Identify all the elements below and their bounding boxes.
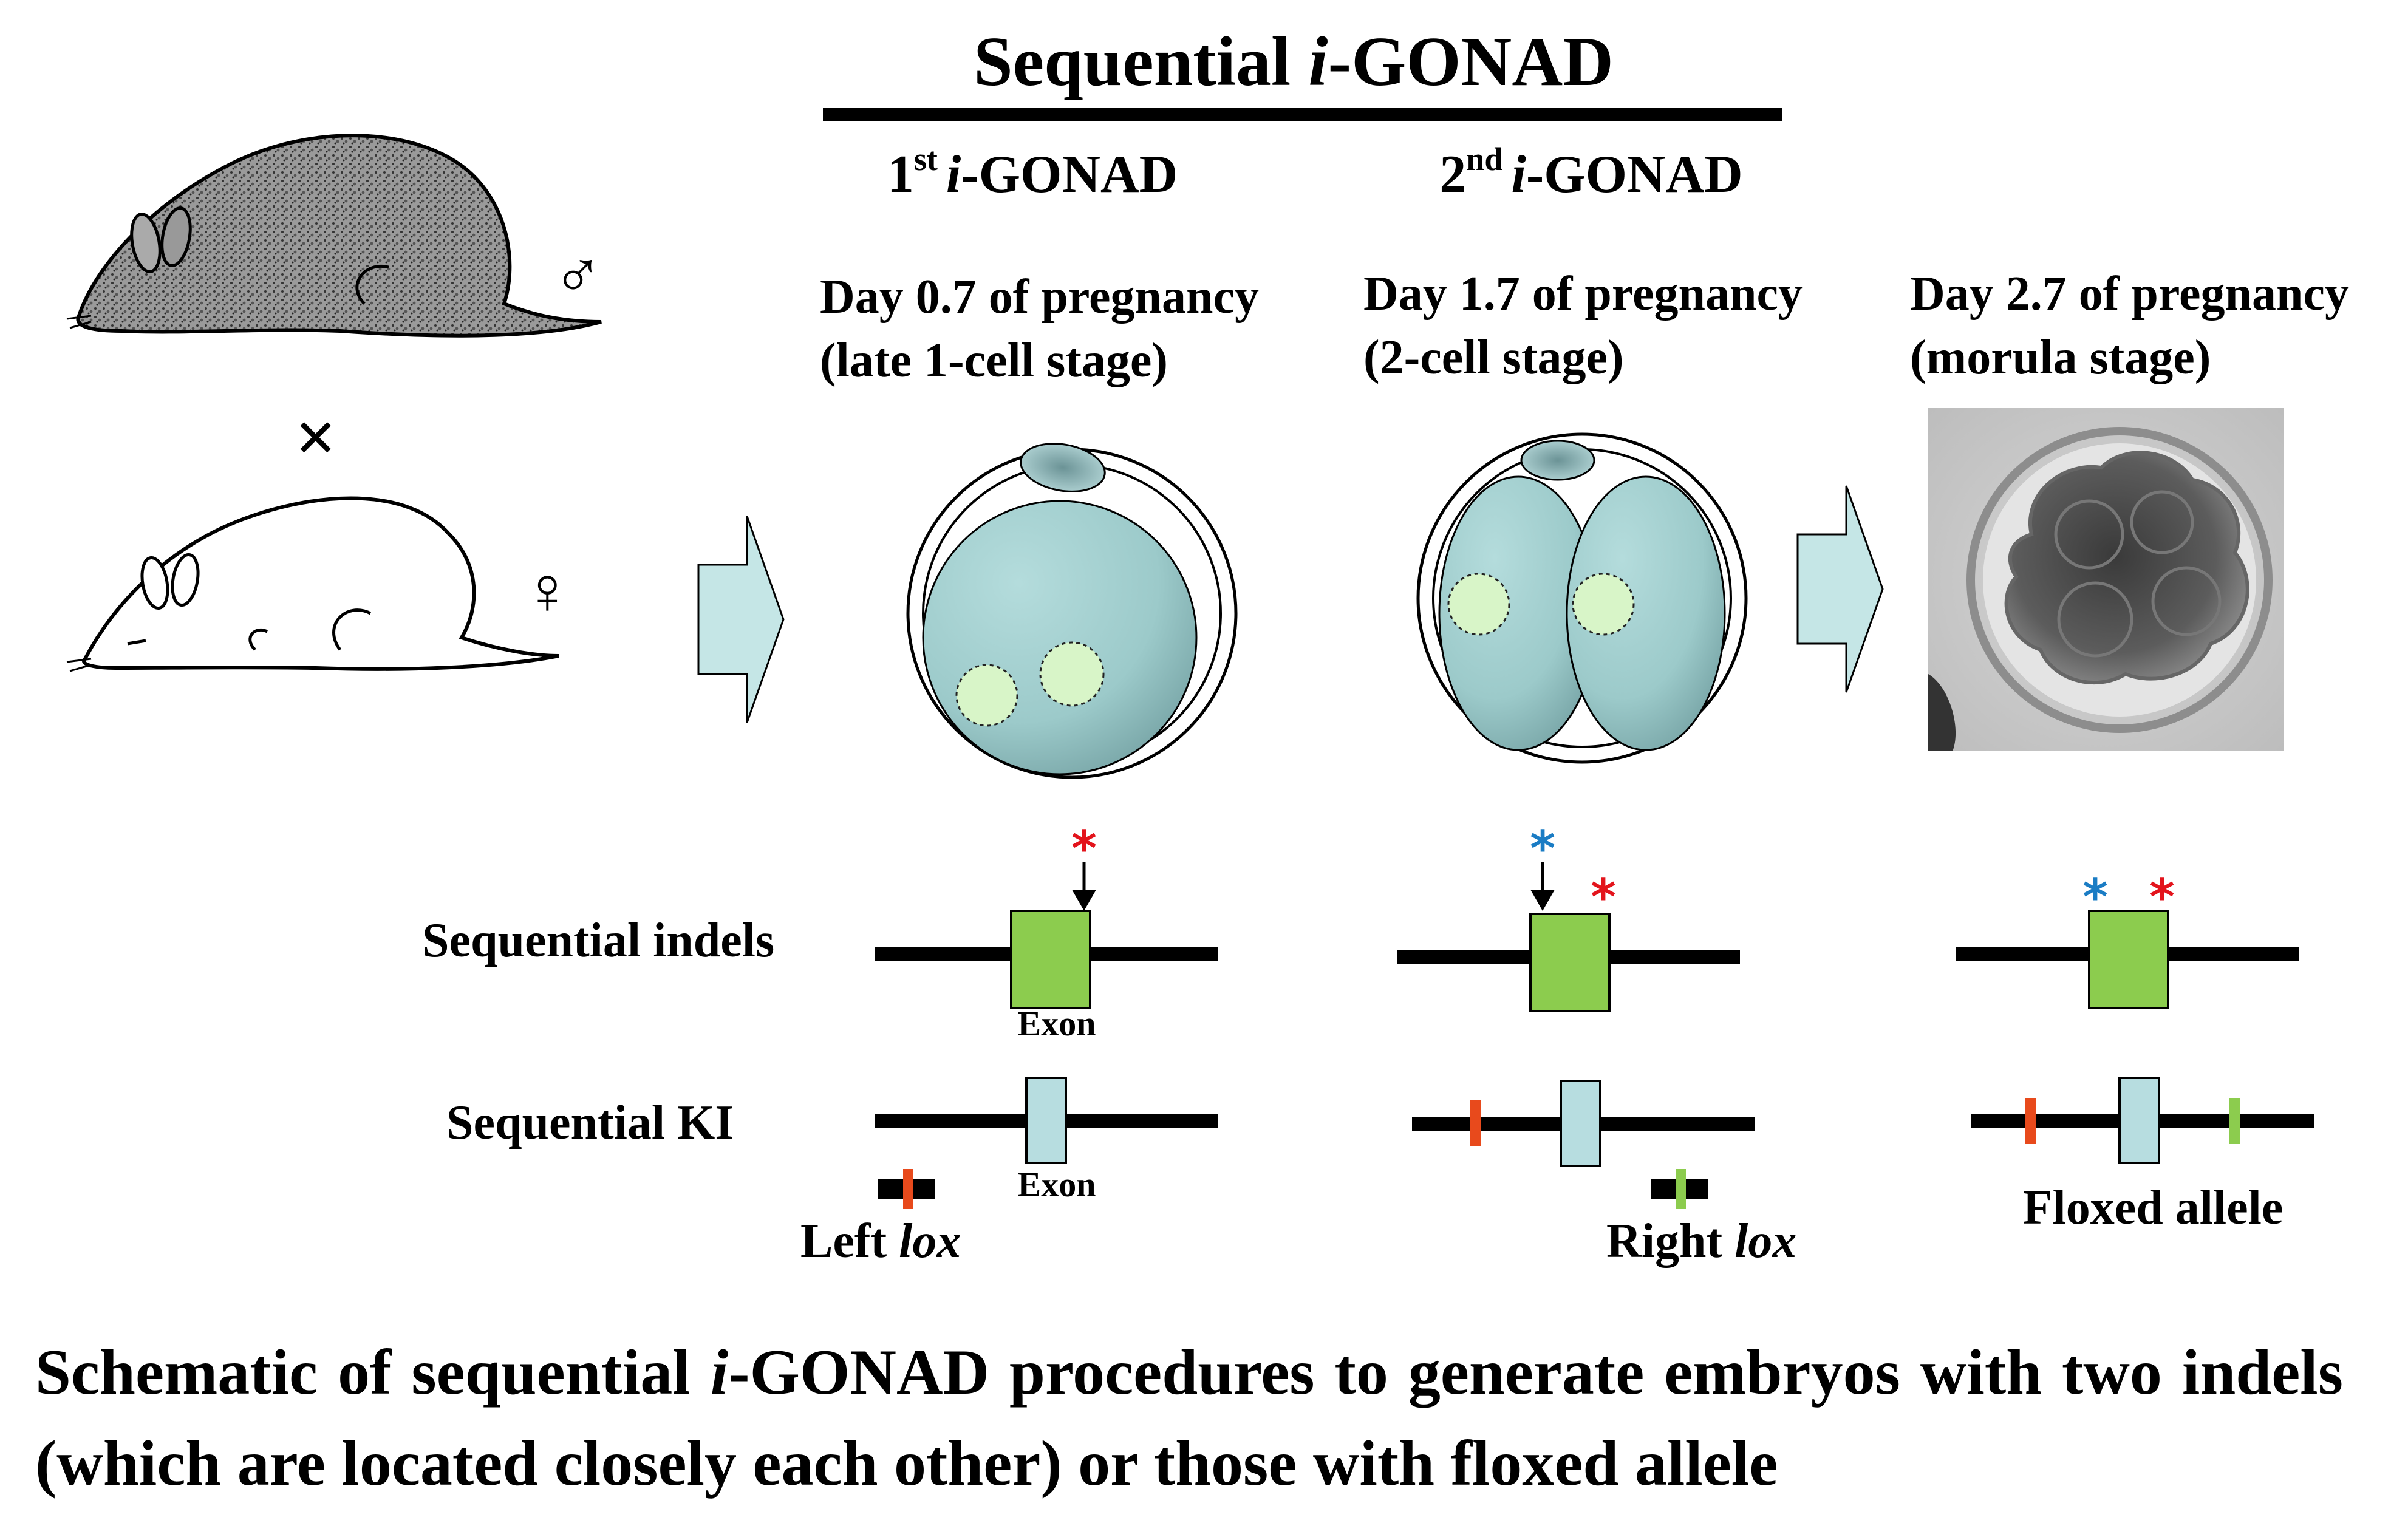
indels-stage-1: * Exon [875, 820, 1218, 1043]
stage-2-day: Day 1.7 of pregnancy [1363, 267, 1803, 321]
row-label-indels: Sequential indels [422, 914, 774, 967]
exon-box [1010, 910, 1091, 1009]
ki-stage-1: Exon Left lox [800, 1077, 1218, 1268]
nucleus [1572, 573, 1635, 636]
male-mouse-drawing [66, 134, 602, 338]
ki-stage-3: Floxed allele [1971, 1077, 2314, 1235]
floxed-allele-label: Floxed allele [2023, 1181, 2284, 1235]
row-label-ki: Sequential KI [446, 1096, 734, 1150]
exon-label: Exon [1018, 1004, 1096, 1043]
lox-site-red [2025, 1098, 2036, 1144]
ki-stage-2: Right lox [1412, 1080, 1796, 1268]
arrow-to-1cell [697, 516, 785, 723]
arrow-to-morula [1796, 485, 1884, 693]
figure-title: Sequential i-GONAD [974, 23, 1614, 101]
exon-box [1529, 913, 1611, 1012]
one-cell-embryo [906, 443, 1238, 779]
exon-box [2118, 1077, 2160, 1164]
female-mouse-drawing [66, 496, 559, 672]
mutation-star-red: * [2149, 869, 2175, 925]
mutation-star-red: * [1591, 869, 1616, 925]
stage-1-desc: (late 1-cell stage) [820, 334, 1168, 387]
exon-box [2088, 910, 2169, 1009]
morula-micrograph [1928, 408, 2284, 751]
stage-2-desc: (2-cell stage) [1363, 331, 1624, 384]
polar-body [1020, 443, 1106, 492]
exon-box [1560, 1080, 1601, 1167]
lox-site-red [903, 1169, 913, 1209]
left-lox-label: Left lox [800, 1215, 961, 1268]
stage-3-day: Day 2.7 of pregnancy [1910, 267, 2349, 321]
figure-caption: Schematic of sequential i-GONAD procedur… [35, 1337, 2343, 1499]
nucleus [1447, 573, 1510, 636]
male-symbol: ♂ [553, 238, 603, 312]
polar-body [1520, 440, 1595, 481]
two-cell-embryo [1416, 432, 1748, 764]
blastomere [1566, 475, 1726, 751]
exon-label: Exon [1018, 1165, 1096, 1204]
pronucleus [955, 664, 1018, 727]
lox-site-green [1676, 1169, 1686, 1209]
cross-symbol: × [295, 397, 336, 477]
pronucleus [1039, 641, 1105, 707]
lox-site-red [1470, 1100, 1481, 1146]
mutation-star-blue: * [2082, 869, 2108, 925]
stage-3-desc: (morula stage) [1910, 331, 2211, 384]
lox-site-green [2229, 1098, 2240, 1144]
title-underline [823, 108, 1782, 121]
exon-box [1025, 1077, 1067, 1164]
indels-stage-2: * * [1397, 820, 1740, 1012]
cut-arrow [1072, 890, 1096, 911]
right-lox-label: Right lox [1606, 1215, 1796, 1268]
cut-arrow [1530, 890, 1555, 911]
female-symbol: ♀ [522, 554, 573, 628]
indels-stage-3: * * [1956, 869, 2299, 1009]
stage-1-day: Day 0.7 of pregnancy [820, 270, 1259, 324]
